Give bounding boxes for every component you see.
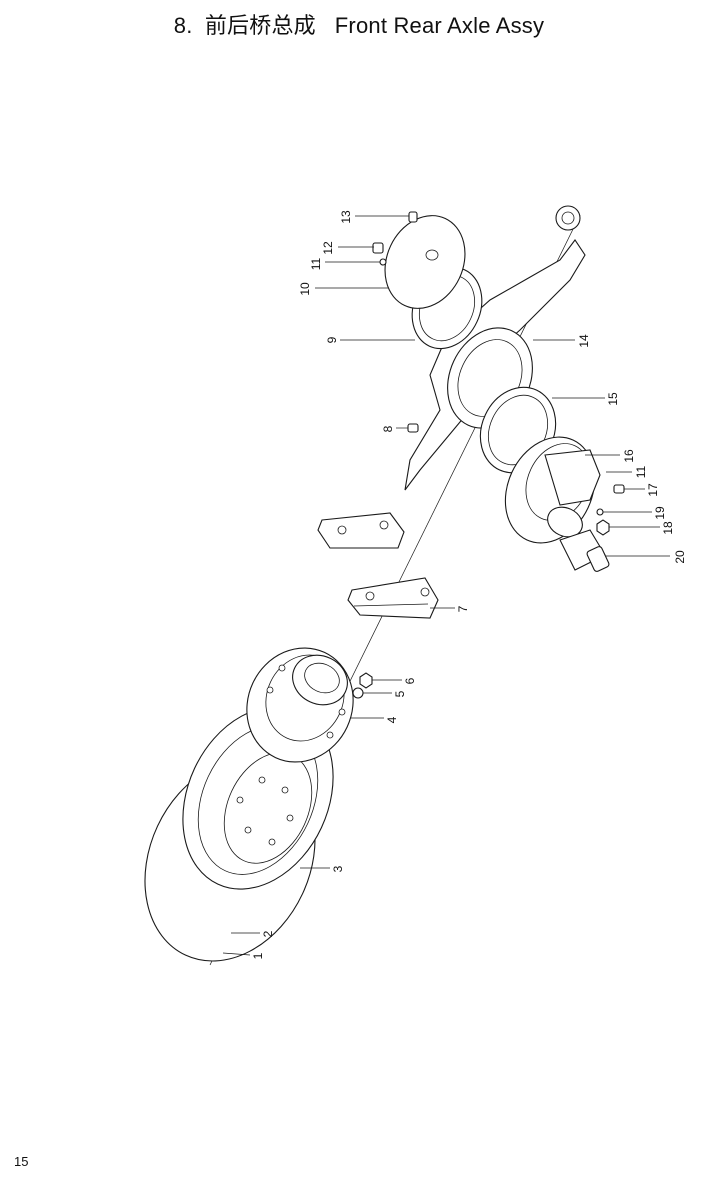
lock-washer (596, 508, 604, 516)
washer (352, 687, 364, 699)
differential (504, 436, 606, 571)
callout-3: 3 (331, 865, 345, 872)
cover-plate (384, 215, 466, 309)
callout-5: 5 (393, 690, 407, 697)
callout-6: 6 (403, 677, 417, 684)
section-number: 8. (173, 13, 193, 38)
callout-15: 15 (606, 392, 620, 406)
callout-14: 14 (577, 334, 591, 348)
title-chinese: 前后桥总成 (204, 13, 316, 38)
spring-washer (379, 258, 387, 266)
drive-shaft (586, 546, 610, 572)
callout-20: 20 (673, 550, 687, 564)
callout-7: 7 (456, 605, 470, 612)
page-title: 8. 前后桥总成 Front Rear Axle Assy (0, 8, 718, 40)
callout-19: 19 (653, 506, 667, 520)
title-english: Front Rear Axle Assy (334, 13, 545, 38)
flange-bolt (613, 484, 625, 494)
page-number: 15 (14, 1154, 29, 1169)
callout-8: 8 (381, 425, 395, 432)
flange-nut (596, 519, 610, 536)
breather-plug (407, 423, 419, 433)
callout-18: 18 (661, 521, 675, 535)
callout-4: 4 (385, 716, 399, 723)
cover-bolt (372, 242, 384, 254)
callout-9: 9 (325, 336, 339, 343)
callout-11b: 11 (634, 465, 648, 478)
callout-1: 1 (251, 952, 265, 959)
hub-nut (359, 672, 373, 689)
callout-17: 17 (646, 483, 660, 497)
callout-13: 13 (339, 210, 353, 224)
callout-16: 16 (622, 449, 636, 463)
callout-2: 2 (261, 930, 275, 937)
brake-assembly (317, 512, 439, 619)
callout-12: 12 (321, 241, 335, 255)
hub-reducer (246, 647, 354, 763)
callout-10: 10 (298, 282, 312, 296)
callout-11: 11 (309, 257, 323, 270)
vent-plug (408, 211, 418, 223)
